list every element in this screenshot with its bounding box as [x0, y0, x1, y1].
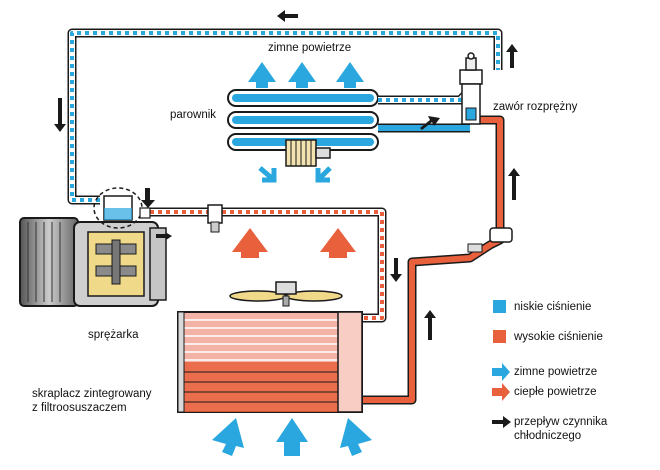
- legend-label-warm-air: ciepłe powietrze: [514, 386, 597, 398]
- label-expansion-valve: zawór rozprężny: [493, 101, 578, 113]
- legend-arrow-cold-air: [492, 363, 510, 381]
- cooling-fan: [229, 281, 343, 307]
- legend-label-flow-line2: chłodniczego: [514, 430, 582, 442]
- cold-air-arrows-intake: [258, 166, 332, 183]
- expansion-valve: [459, 52, 483, 125]
- legend-arrow-warm-air: [492, 383, 510, 401]
- sight-glass: [467, 227, 513, 253]
- high-pressure-gas-pipe: [150, 207, 387, 323]
- label-condenser-line1: skraplacz zintegrowany: [32, 388, 152, 400]
- service-valve: [207, 204, 223, 233]
- legend-label-low-pressure: niskie ciśnienie: [514, 301, 592, 313]
- legend-swatch-high-pressure: [493, 330, 506, 343]
- legend-arrow-flow: [492, 416, 511, 428]
- legend-label-cold-air: zimne powietrze: [514, 366, 598, 378]
- cold-air-arrows-bottom: [212, 418, 372, 456]
- label-evaporator: parownik: [170, 109, 217, 121]
- cold-air-arrows-top: [248, 62, 364, 88]
- label-compressor: sprężarka: [88, 329, 139, 341]
- legend-label-high-pressure: wysokie ciśnienie: [514, 331, 603, 343]
- flow-arrows: [54, 10, 520, 340]
- legend-swatches: [492, 300, 511, 428]
- compressor: [19, 187, 167, 307]
- warm-air-arrows: [232, 228, 356, 258]
- label-cold-air-top: zimne powietrze: [268, 42, 352, 54]
- condenser: [177, 311, 363, 413]
- legend-label-flow-line1: przepływ czynnika: [514, 416, 608, 428]
- blower-fan: [285, 139, 331, 167]
- label-condenser-line2: z filtroosuszaczem: [32, 402, 127, 414]
- legend-swatch-low-pressure: [493, 300, 506, 313]
